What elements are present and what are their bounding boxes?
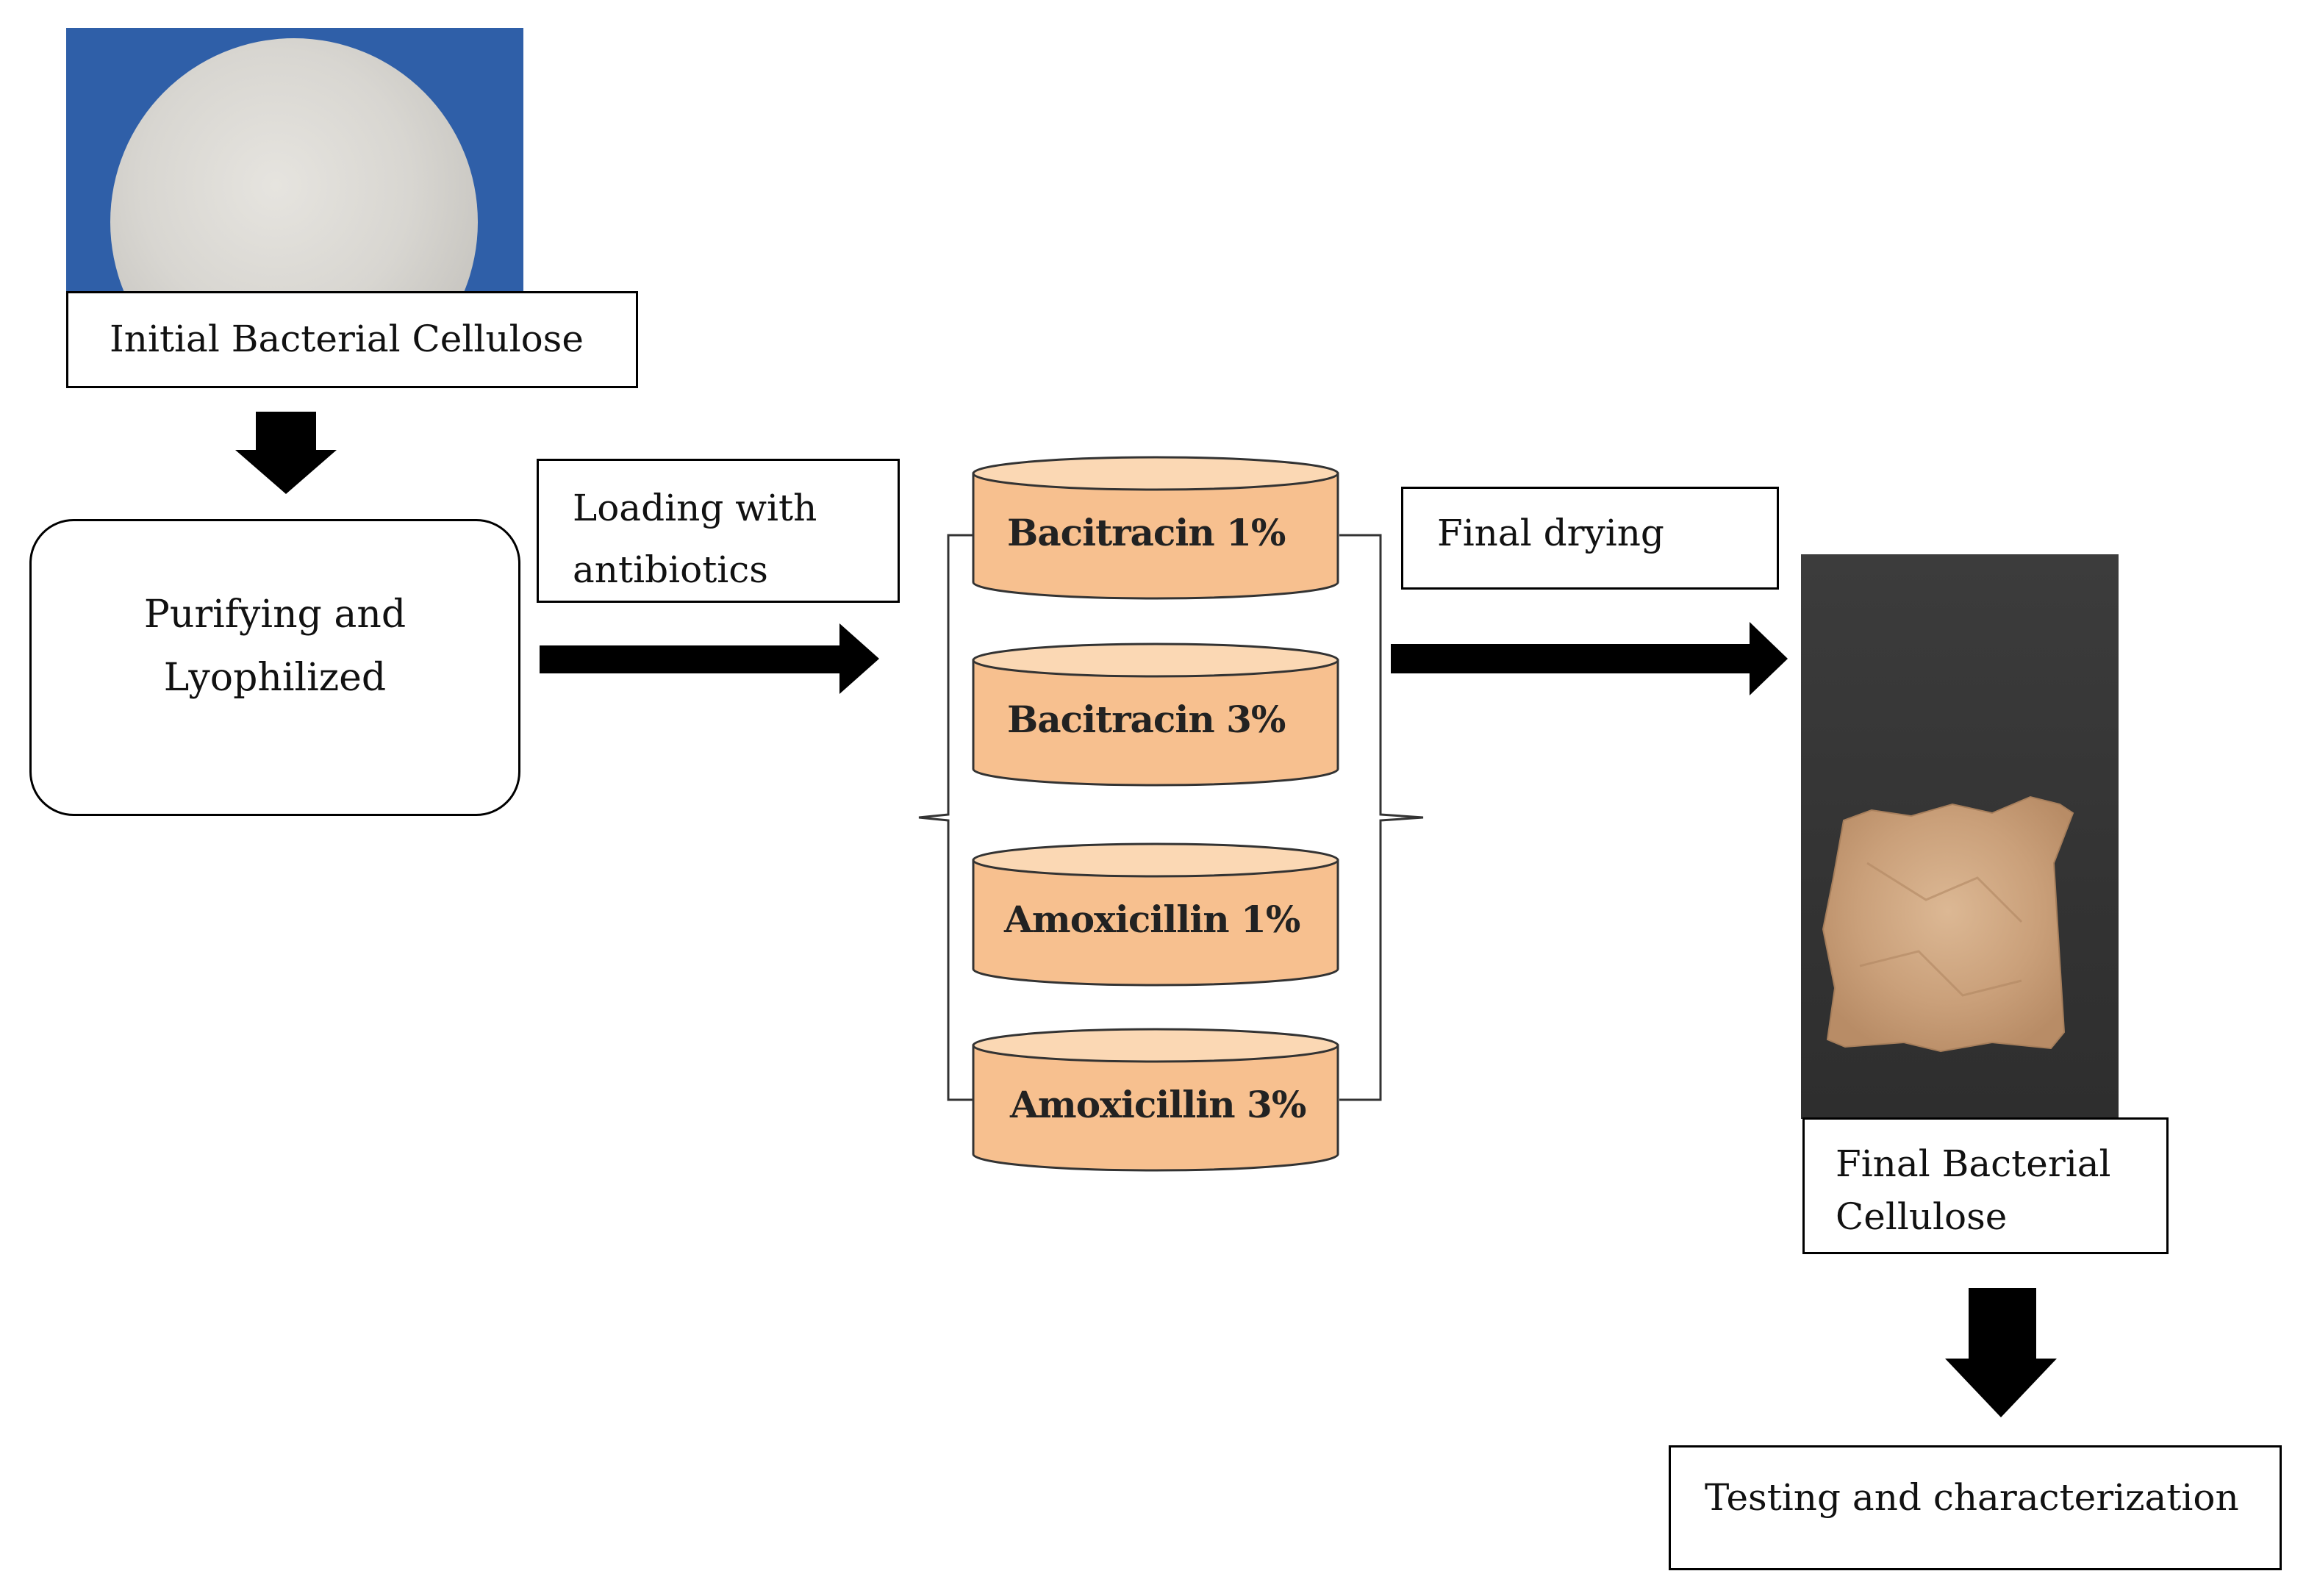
cylinder-label: Amoxicillin 1%: [1003, 898, 1300, 941]
initial-cellulose-label: Initial Bacterial Cellulose: [110, 318, 584, 360]
final-cellulose-box: Final Bacterial Cellulose: [1802, 1117, 2169, 1254]
cylinder-label: Bacitracin 3%: [1007, 698, 1286, 741]
cylinder-top: [972, 1028, 1339, 1063]
cylinder-label: Bacitracin 1%: [1007, 511, 1286, 554]
cylinder-label: Amoxicillin 3%: [1009, 1083, 1306, 1126]
initial-cellulose-photo: [66, 28, 523, 293]
cylinder-top: [972, 643, 1339, 678]
purify-step-box: Purifying and Lyophilized: [29, 519, 520, 816]
testing-label: Testing and characterization: [1705, 1476, 2239, 1519]
initial-cellulose-box: Initial Bacterial Cellulose: [66, 291, 638, 388]
testing-step-box: Testing and characterization: [1669, 1445, 2282, 1570]
down-arrow-2-icon: [1945, 1288, 2057, 1417]
final-label-line2: Cellulose: [1836, 1195, 2008, 1238]
final-label-line1: Final Bacterial: [1836, 1142, 2111, 1185]
cylinder-top: [972, 842, 1339, 878]
sample-cylinder-4: Amoxicillin 3%: [972, 1028, 1339, 1172]
cylinder-body: [972, 472, 1339, 600]
right-brace: [1339, 534, 1424, 1101]
right-arrow-2-icon: [1391, 622, 1788, 695]
cylinder-body: [972, 659, 1339, 787]
right-arrow-1-icon: [540, 623, 879, 694]
loading-label-line2: antibiotics: [573, 548, 768, 591]
drying-step-box: Final drying: [1401, 487, 1779, 590]
dried-sheet-icon: [1822, 795, 2074, 1053]
sample-cylinder-3: Amoxicillin 1%: [972, 842, 1339, 987]
loading-step-box: Loading with antibiotics: [537, 459, 900, 603]
cylinder-body: [972, 859, 1339, 987]
cylinder-body: [972, 1044, 1339, 1172]
sample-cylinder-2: Bacitracin 3%: [972, 643, 1339, 787]
down-arrow-1-icon: [235, 412, 337, 494]
final-cellulose-photo: [1801, 554, 2119, 1119]
sample-cylinder-1: Bacitracin 1%: [972, 456, 1339, 600]
cylinder-top: [972, 456, 1339, 491]
loading-label-line1: Loading with: [573, 487, 817, 529]
purify-label-line2: Lyophilized: [163, 656, 387, 700]
drying-label: Final drying: [1437, 512, 1664, 554]
left-brace: [918, 534, 975, 1101]
purify-label-line1: Purifying and: [143, 593, 407, 637]
